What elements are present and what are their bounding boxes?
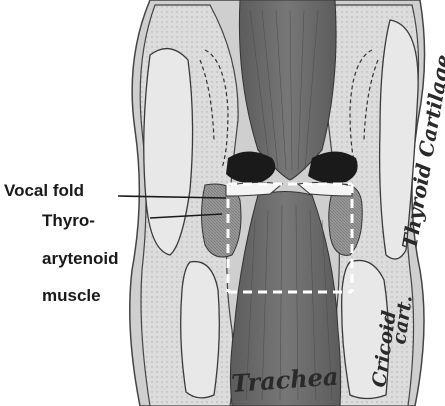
label-thyro: Thyro- — [42, 212, 95, 229]
label-vocal-fold: Vocal fold — [4, 182, 84, 199]
label-muscle: muscle — [42, 287, 101, 304]
left-ventricle — [226, 152, 275, 184]
left-cricoid — [181, 262, 220, 398]
label-arytenoid: arytenoid — [42, 250, 119, 267]
